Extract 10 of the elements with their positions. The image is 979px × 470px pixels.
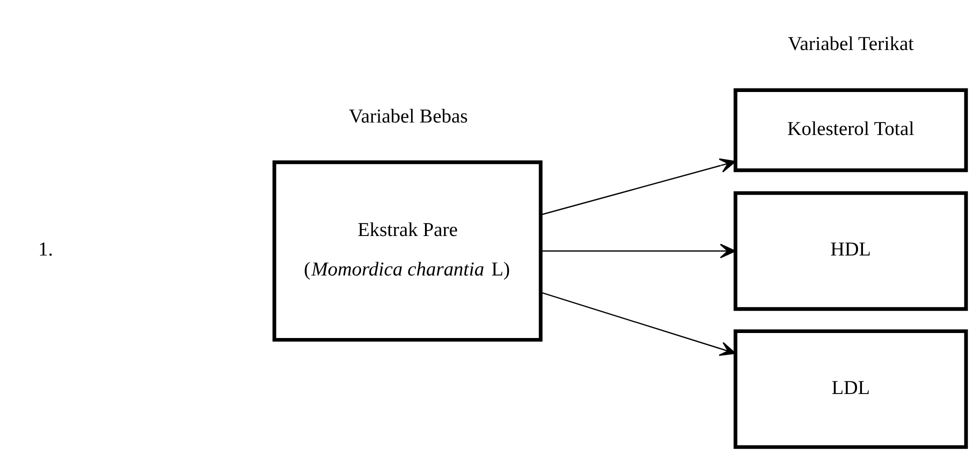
arrow: [541, 244, 736, 258]
node-box: LDL: [734, 329, 968, 449]
node-box: Kolesterol Total: [734, 88, 968, 172]
node-box: Ekstrak Pare (Momordica charantia L): [272, 160, 543, 342]
label: Variabel Terikat: [788, 32, 914, 55]
arrow: [540, 158, 736, 216]
node-box: HDL: [734, 191, 968, 311]
arrow: [540, 292, 736, 356]
label: Variabel Bebas: [348, 106, 468, 128]
label: 1.: [38, 238, 54, 261]
